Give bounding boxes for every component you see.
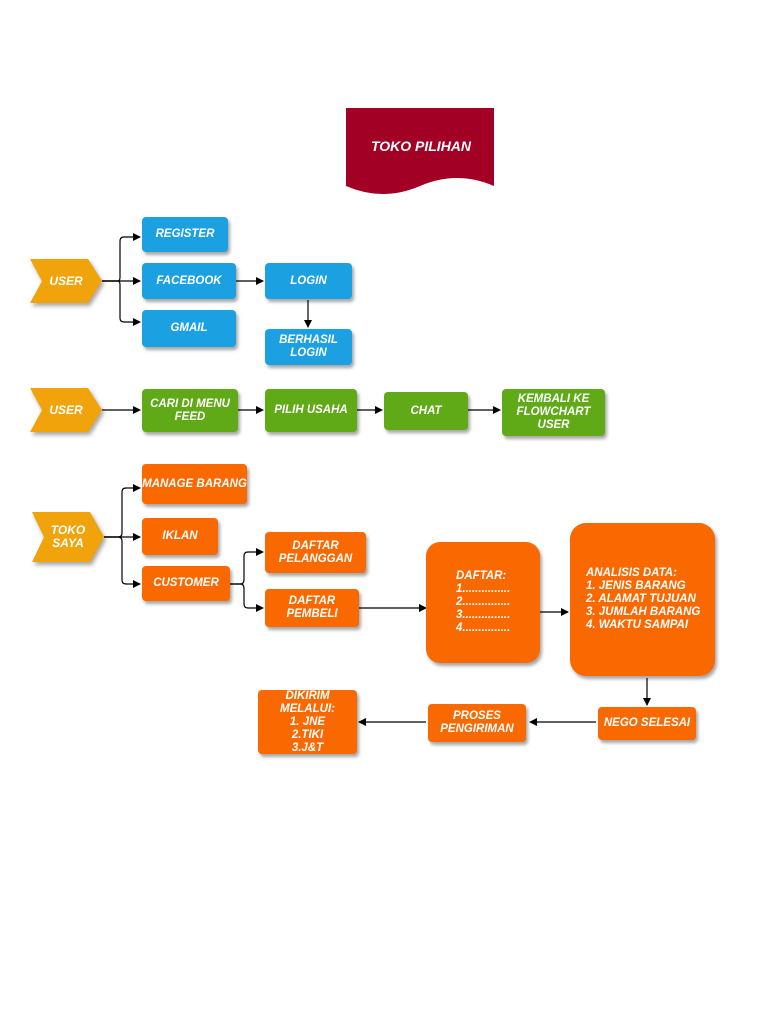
login-box: LOGIN <box>265 263 352 299</box>
title-flag <box>346 108 494 194</box>
flow3-start-label: TOKO SAYA <box>50 523 86 550</box>
iklan-box: IKLAN <box>142 518 218 555</box>
pilih-usaha-label: PILIH USAHA <box>274 404 348 416</box>
chat-box: CHAT <box>384 392 468 430</box>
customer-box: CUSTOMER <box>142 566 230 601</box>
register-box: REGISTER <box>142 217 228 252</box>
daftar-pembeli-box: DAFTAR PEMBELI <box>265 589 359 627</box>
analisis-data-box: ANALISIS DATA: 1. JENIS BARANG 2. ALAMAT… <box>570 523 715 676</box>
flow3-start-toko-saya: TOKO SAYA <box>32 512 104 562</box>
berhasil-login-label: BERHASIL LOGIN <box>279 334 338 359</box>
cari-menu-feed-box: CARI DI MENU FEED <box>142 389 238 432</box>
flow1-start-label: USER <box>49 273 83 288</box>
register-label: REGISTER <box>155 228 215 240</box>
flow3-connectors <box>104 484 651 726</box>
customer-label: CUSTOMER <box>153 577 219 589</box>
flow2-start-label: USER <box>49 402 83 417</box>
daftar-label: DAFTAR: 1............... 2..............… <box>456 570 511 634</box>
dikirim-melalui-box: DIKIRIM MELALUI: 1. JNE 2.TIKI 3.J&T <box>258 690 357 754</box>
chat-label: CHAT <box>410 404 442 417</box>
page-title: TOKO PILIHAN <box>370 138 472 154</box>
facebook-box: FACEBOOK <box>142 263 236 299</box>
proses-pengiriman-label: PROSES PENGIRIMAN <box>440 710 514 735</box>
daftar-pembeli-label: DAFTAR PEMBELI <box>286 595 338 620</box>
proses-pengiriman-box: PROSES PENGIRIMAN <box>428 704 526 742</box>
nego-selesai-box: NEGO SELESAI <box>598 707 696 740</box>
flow1-connectors <box>102 233 312 328</box>
nego-selesai-label: NEGO SELESAI <box>603 717 691 729</box>
kembali-flowchart-box: KEMBALI KE FLOWCHART USER <box>502 389 605 436</box>
gmail-box: GMAIL <box>142 310 236 347</box>
dikirim-melalui-label: DIKIRIM MELALUI: 1. JNE 2.TIKI 3.J&T <box>280 689 335 754</box>
iklan-label: IKLAN <box>162 530 198 542</box>
facebook-label: FACEBOOK <box>156 274 222 287</box>
daftar-pelanggan-box: DAFTAR PELANGGAN <box>265 532 366 573</box>
login-label: LOGIN <box>290 274 327 287</box>
flow2-start-user: USER <box>30 388 102 432</box>
manage-barang-box: MANAGE BARANG <box>142 464 247 504</box>
flow1-start-user: USER <box>30 259 102 303</box>
daftar-box: DAFTAR: 1............... 2..............… <box>426 542 540 663</box>
daftar-pelanggan-label: DAFTAR PELANGGAN <box>278 539 353 565</box>
pilih-usaha-box: PILIH USAHA <box>265 389 357 432</box>
analisis-data-label: ANALISIS DATA: 1. JENIS BARANG 2. ALAMAT… <box>586 567 701 631</box>
manage-barang-label: MANAGE BARANG <box>142 477 247 490</box>
kembali-flowchart-label: KEMBALI KE FLOWCHART USER <box>516 393 591 431</box>
cari-menu-feed-label: CARI DI MENU FEED <box>150 397 230 423</box>
berhasil-login-box: BERHASIL LOGIN <box>265 329 352 365</box>
gmail-label: GMAIL <box>170 322 208 334</box>
